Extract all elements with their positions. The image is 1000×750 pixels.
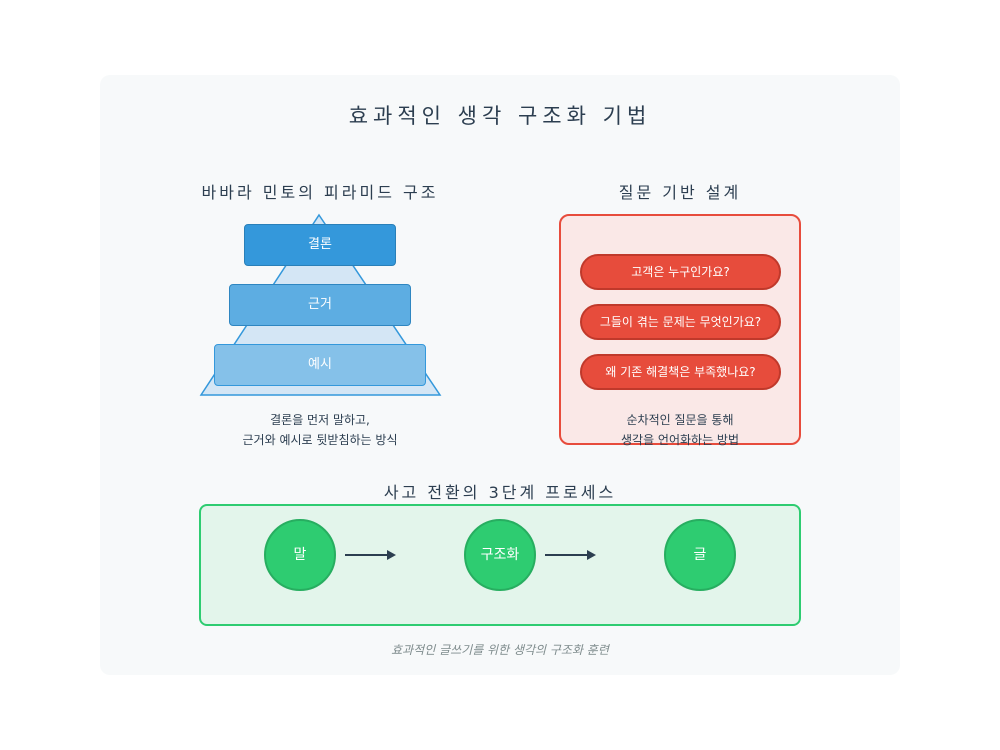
pyramid-section-title: 바바라 민토의 피라미드 구조 bbox=[201, 183, 439, 202]
pyramid-level-conclusion: 결론 bbox=[244, 224, 396, 266]
process-step-structuring: 구조화 bbox=[464, 519, 536, 591]
question-pill-1: 고객은 누구인가요? bbox=[580, 254, 781, 290]
main-title: 효과적인 생각 구조화 기법 bbox=[348, 104, 652, 128]
arrow-icon bbox=[345, 550, 396, 560]
arrow-icon bbox=[545, 550, 596, 560]
footer-note: 효과적인 글쓰기를 위한 생각의 구조화 훈련 bbox=[391, 643, 609, 657]
questions-caption-line-1: 순차적인 질문을 통해 bbox=[626, 413, 734, 427]
pyramid-caption: 결론을 먼저 말하고, 근거와 예시로 뒷받침하는 방식 bbox=[170, 410, 470, 450]
pyramid-caption-line-1: 결론을 먼저 말하고, bbox=[270, 413, 370, 427]
questions-section-title: 질문 기반 설계 bbox=[618, 183, 742, 202]
pyramid-level-reason: 근거 bbox=[229, 284, 411, 326]
pyramid-level-example: 예시 bbox=[214, 344, 426, 386]
questions-caption-line-2: 생각을 언어화하는 방법 bbox=[620, 433, 740, 447]
pyramid-caption-line-2: 근거와 예시로 뒷받침하는 방식 bbox=[242, 433, 398, 447]
process-step-writing: 글 bbox=[664, 519, 736, 591]
process-step-speech: 말 bbox=[264, 519, 336, 591]
question-pill-2: 그들이 겪는 문제는 무엇인가요? bbox=[580, 304, 781, 340]
questions-caption: 순차적인 질문을 통해 생각을 언어화하는 방법 bbox=[530, 410, 830, 450]
process-section-title: 사고 전환의 3단계 프로세스 bbox=[383, 483, 617, 502]
question-pill-3: 왜 기존 해결책은 부족했나요? bbox=[580, 354, 781, 390]
